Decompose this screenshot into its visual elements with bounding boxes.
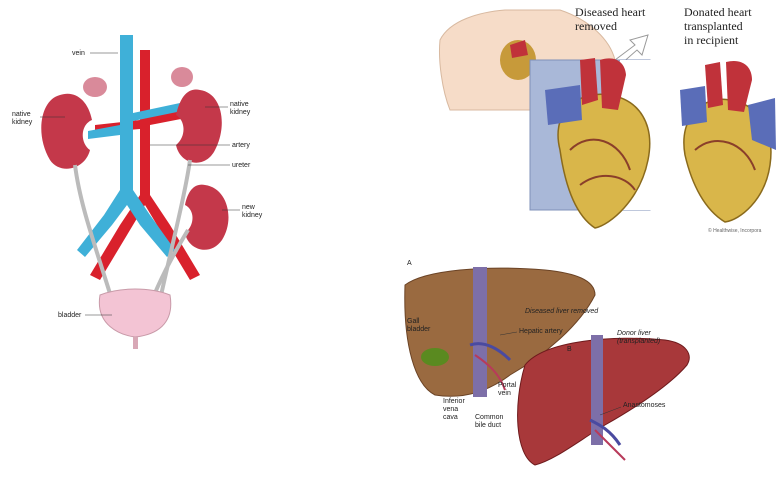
heart-transplant-illustration: Diseased heart removed Donated heart tra… <box>430 0 782 240</box>
adrenal-right <box>171 67 193 87</box>
label-ureter: ureter <box>232 162 251 169</box>
label-ivc-2: vena <box>443 406 458 413</box>
donor-ivc <box>591 335 603 445</box>
label-native-kidney-left-2: kidney <box>12 119 33 126</box>
label-artery: artery <box>232 142 250 149</box>
label-anastomoses: Anastomoses <box>623 402 666 409</box>
label-diseased-liver-removed: Diseased liver removed <box>525 308 599 315</box>
label-bile-duct-1: Common <box>475 414 504 421</box>
liver-panel-b: B <box>567 346 572 353</box>
caption-donated-2: transplanted <box>684 19 743 33</box>
label-ivc-1: Inferior <box>443 398 465 405</box>
caption-diseased-removed-2: removed <box>575 19 617 33</box>
label-ivc-3: cava <box>443 414 458 421</box>
liver-transplant-illustration: A B Diseased liver removed Hepatic arter… <box>395 255 695 481</box>
new-kidney <box>185 185 228 250</box>
label-portal-vein-2: vein <box>498 390 511 397</box>
label-bladder: bladder <box>58 312 82 319</box>
label-gallbladder-1: Gall <box>407 318 420 325</box>
label-gallbladder-2: bladder <box>407 326 431 333</box>
label-new-kidney-2: kidney <box>242 212 263 219</box>
urethra <box>133 337 138 349</box>
adrenal-left <box>83 77 107 97</box>
liver-diagram-svg: A B Diseased liver removed Hepatic arter… <box>395 255 695 481</box>
label-donor-liver-1: Donor liver <box>617 330 652 337</box>
caption-donated-3: in recipient <box>684 33 739 47</box>
gallbladder <box>421 348 449 366</box>
label-portal-vein-1: Portal <box>498 382 517 389</box>
native-kidney-left <box>41 94 92 169</box>
heart-diagram-svg: Diseased heart removed Donated heart tra… <box>430 0 782 240</box>
caption-donated-1: Donated heart <box>684 5 752 19</box>
native-kidney-right <box>176 89 222 162</box>
label-hepatic-artery: Hepatic artery <box>519 328 563 335</box>
label-bile-duct-2: bile duct <box>475 422 501 429</box>
kidney-diagram-svg: vein native kidney native kidney artery … <box>0 25 300 355</box>
bladder <box>99 289 170 337</box>
label-native-kidney-left-1: native <box>12 111 31 118</box>
caption-diseased-removed-1: Diseased heart <box>575 5 646 19</box>
label-native-kidney-right-1: native <box>230 101 249 108</box>
diseased-ivc <box>473 267 487 397</box>
label-native-kidney-right-2: kidney <box>230 109 251 116</box>
kidney-transplant-illustration: vein native kidney native kidney artery … <box>0 25 300 355</box>
heart-credit: © Healthwise, Incorpora <box>708 227 762 234</box>
label-donor-liver-2: (transplanted) <box>617 338 660 345</box>
liver-panel-a: A <box>407 260 412 267</box>
label-vein: vein <box>72 50 85 57</box>
label-new-kidney-1: new <box>242 204 256 211</box>
